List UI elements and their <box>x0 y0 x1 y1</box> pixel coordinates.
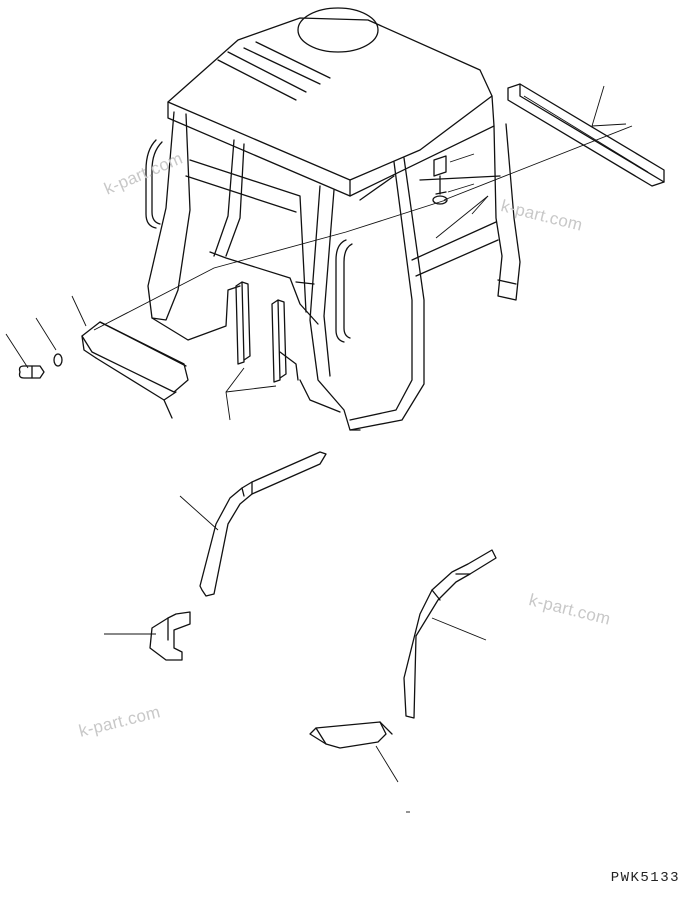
cab-door-frame <box>349 161 413 421</box>
grab-handle-right <box>335 239 347 343</box>
bolt-top <box>433 155 447 195</box>
cab-pillar-front-right <box>309 185 361 431</box>
front-cover-bracket <box>81 321 189 419</box>
roof-hatch <box>297 7 379 53</box>
cab-pillar-front-left <box>147 111 191 321</box>
seal-strip-left <box>235 281 251 365</box>
drawing-code: PWK5133 <box>610 870 680 886</box>
corner-piece-left <box>149 611 191 661</box>
grab-handle-left <box>145 139 157 229</box>
washer-top <box>432 195 448 205</box>
weather-strip-upper-right <box>403 549 497 719</box>
weather-strip-upper-left <box>199 451 327 597</box>
corner-piece-right <box>309 721 393 749</box>
washer-front-left <box>53 353 63 367</box>
bolt-front-left <box>18 365 45 379</box>
seal-strip-right <box>271 299 287 383</box>
rear-mounting-bracket <box>507 83 665 187</box>
leader-lines <box>5 85 633 813</box>
cab-pillar-rear-right <box>493 123 521 301</box>
cab-assembly <box>145 7 521 431</box>
cab-roof <box>167 17 493 181</box>
